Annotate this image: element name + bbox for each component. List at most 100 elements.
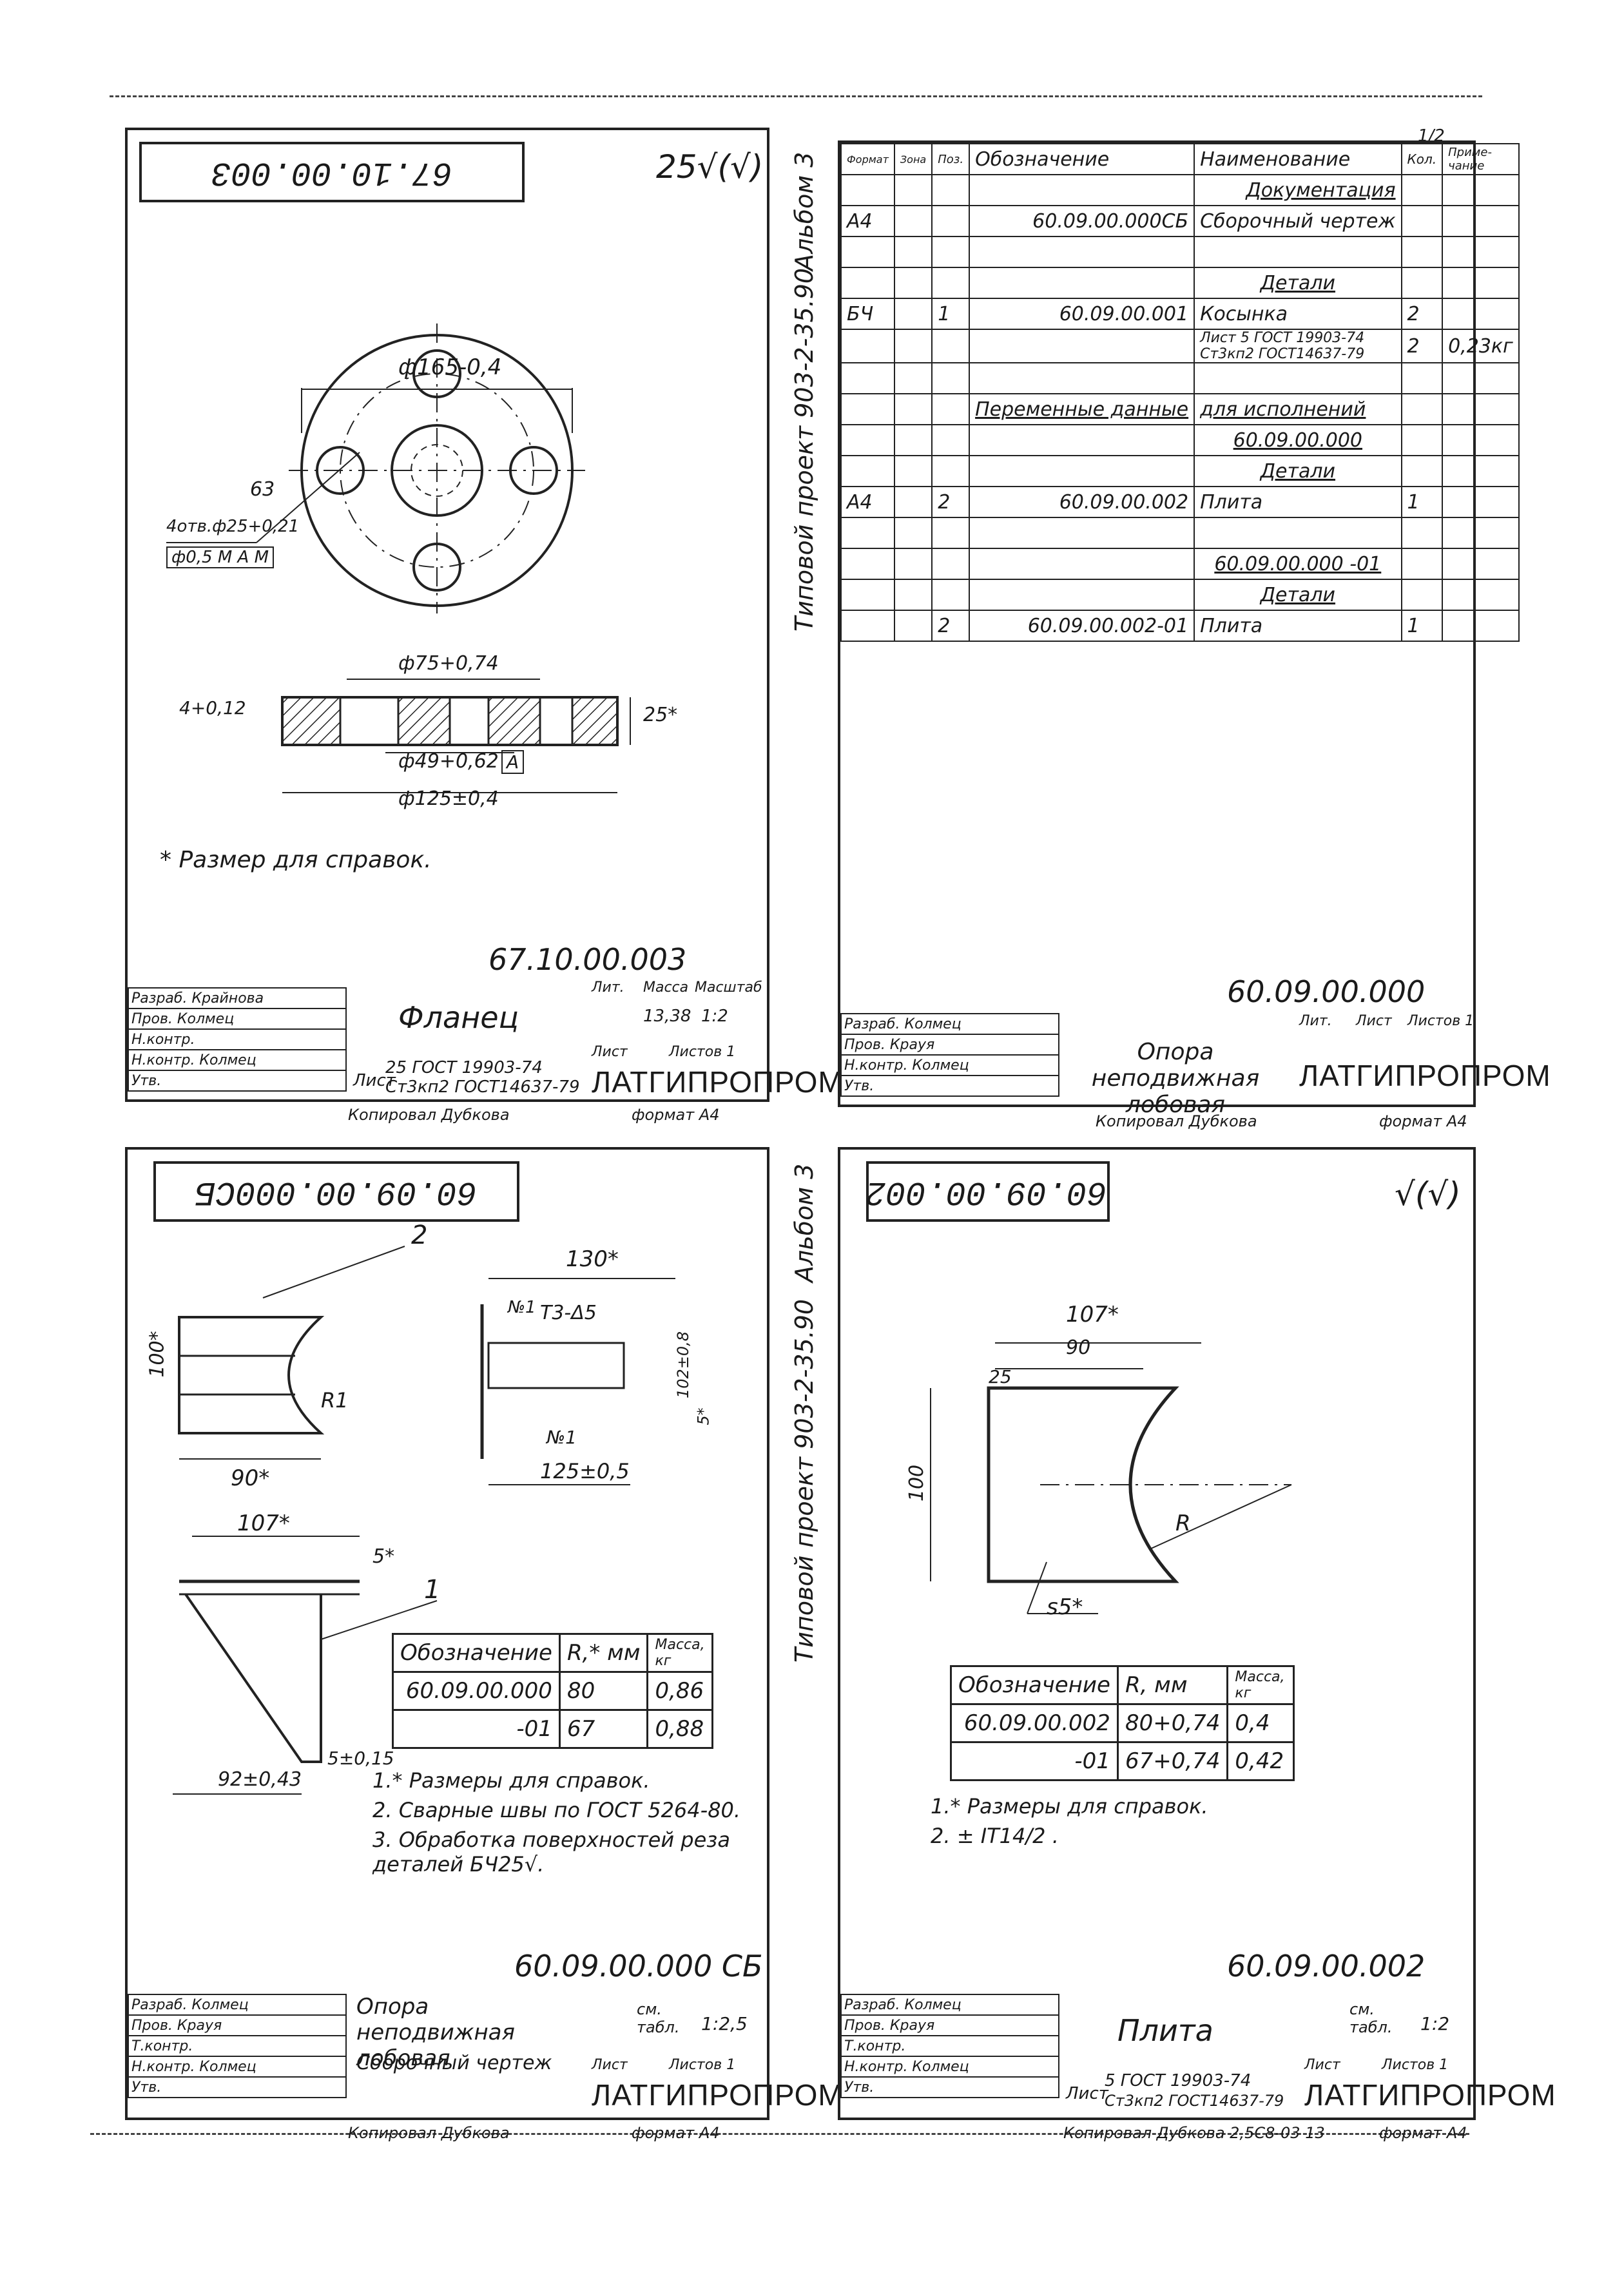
flange-tb-code: 67.10.00.003 [488,942,687,977]
spec-cell [1442,517,1520,549]
spec-tb-org: ЛАТГИПРОПРОМ [1299,1059,1551,1092]
spec-cell [1442,205,1520,237]
spec-tb-row: Разраб. Колмец [840,1013,1059,1035]
spec-cell [1442,298,1520,330]
plate-table-cell: -01 [950,1741,1119,1781]
spec-cell [1400,424,1444,456]
spec-cell [969,267,1195,299]
assembly-tb-row: Т.контр. [128,2035,347,2057]
plate-tb-sheets: Листов 1 [1382,2057,1449,2073]
plate-tb-code: 60.09.00.002 [1227,1949,1426,1983]
plate-tb-row: Пров. Крауя [840,2014,1059,2036]
assembly-n1b: №1 [546,1427,577,1448]
spec-cell: Плита [1194,610,1402,642]
spec-cell [1400,455,1444,487]
assembly-tb-mass: см. табл. [637,2000,680,2036]
spec-cell: Косынка [1194,298,1402,330]
spec-cell [1442,236,1520,268]
plate-note-2: 2. ± IT14/2 . [931,1824,1059,1848]
assembly-dim-w92: 92±0,43 [218,1768,302,1791]
spec-cell: 60.09.00.002-01 [969,610,1195,642]
plate-tb-row: Т.контр. [840,2035,1059,2057]
flange-note: * Размер для справок. [160,847,432,873]
assembly-dim-s5: 5* [694,1407,713,1425]
spec-cell [840,517,895,549]
assembly-note-2: 2. Сварные швы по ГОСТ 5264-80. [372,1798,741,1822]
plate-tb-org: ЛАТГИПРОПРОМ [1304,2078,1556,2112]
plate-tb-scale: 1:2 [1420,2013,1450,2034]
assembly-label-2: 2 [411,1221,428,1250]
spec-header: Кол. [1400,143,1444,175]
flange-drawing [166,323,631,793]
spec-cell [1442,424,1520,456]
spec-cell: Документация [1194,174,1402,206]
spec-cell [969,579,1195,611]
flange-tb-sheet: Лист [592,1044,628,1060]
flange-dim-angle: 63 [250,478,275,501]
plate-table-cell: 80+0,74 [1116,1703,1229,1743]
assembly-dim-h5: 5* [372,1545,395,1568]
plate-table-cell: 67+0,74 [1116,1741,1229,1781]
spec-cell [893,610,933,642]
spec-tb-row: Утв. [840,1075,1059,1097]
assembly-dim-w5: 5±0,15 [327,1748,394,1769]
plate-dim-w107: 107* [1066,1302,1119,1327]
flange-tb-row: Пров. Колмец [128,1008,347,1030]
spec-header: Приме-чание [1442,143,1520,175]
spec-cell [931,517,971,549]
flange-tb-row: Н.контр. Колмец [128,1049,347,1071]
spec-cell [1400,579,1444,611]
spec-cell: Лист 5 ГОСТ 19903-74 Ст3кп2 ГОСТ14637-79 [1194,329,1402,363]
assembly-format: формат А4 [632,2124,720,2142]
spec-cell: Детали [1194,267,1402,299]
spec-cell [969,362,1195,394]
plate-tb-row: Н.контр. Колмец [840,2056,1059,2078]
spec-cell [893,424,933,456]
flange-datum: А [501,750,525,774]
flange-tb-row: Разраб. Крайнова [128,987,347,1009]
assembly-dim-h100: 100* [146,1331,169,1378]
plate-table-cell: 60.09.00.002 [950,1703,1119,1743]
spec-cell: Детали [1194,579,1402,611]
spec-cell [931,579,971,611]
assembly-dim-w90: 90* [231,1465,270,1491]
spec-cell [893,267,933,299]
spec-cell: 60.09.00.001 [969,298,1195,330]
spec-cell [1194,236,1402,268]
spec-cell [893,329,933,363]
assembly-table-cell: 0,86 [646,1671,713,1711]
top-cut-line [110,95,1482,97]
plate-bottom-note: Копировал Дубкова 2,5С8-03 13 [1063,2124,1325,2142]
spec-cell: 1 [931,298,971,330]
spec-tb-sheets: Листов 1 [1407,1013,1474,1029]
assembly-tb-sheets: Листов 1 [669,2057,736,2073]
flange-sheet: 67.10.00.003 25√(√) ф165-0 [125,128,843,1102]
plate-dim-w90: 90 [1066,1336,1091,1359]
plate-tb-row: Утв. [840,2076,1059,2098]
spec-cell [893,298,933,330]
assembly-tb-row: Разраб. Колмец [128,1994,347,2016]
spec-cell: БЧ [840,298,895,330]
spec-cell [840,610,895,642]
spec-cell [893,517,933,549]
spec-cell [1400,174,1444,206]
plate-tb-material-bottom: Ст3кп2 ГОСТ14637-79 [1105,2092,1284,2110]
spec-cell: 60.09.00.000СБ [969,205,1195,237]
flange-dim-hole: 4отв.ф25+0,21 [166,517,300,536]
flange-tb-row: Утв. [128,1070,347,1092]
spec-tb-signatures: Разраб. Колмец Пров. Крауя Н.контр. Колм… [840,1013,1059,1097]
assembly-dim-w130: 130* [566,1246,619,1272]
flange-dim-thk: 25* [643,704,678,726]
plate-sheet: 60.09.00.002 √(√) 107* 90 25 100 R s5* О… [838,1147,1556,2120]
flange-copier: Копировал Дубкова [348,1106,510,1124]
plate-drawing [930,1342,1292,1614]
spec-cell [1442,174,1520,206]
assembly-table-cell: 67 [558,1709,649,1749]
assembly-dim-w125: 125±0,5 [540,1459,630,1483]
spec-cell [840,455,895,487]
assembly-note-3: 3. Обработка поверхностей реза деталей Б… [372,1828,730,1877]
flange-tb-lit: Лит. [592,979,624,996]
spec-cell [1442,486,1520,518]
assembly-table-cell: -01 [392,1709,561,1749]
